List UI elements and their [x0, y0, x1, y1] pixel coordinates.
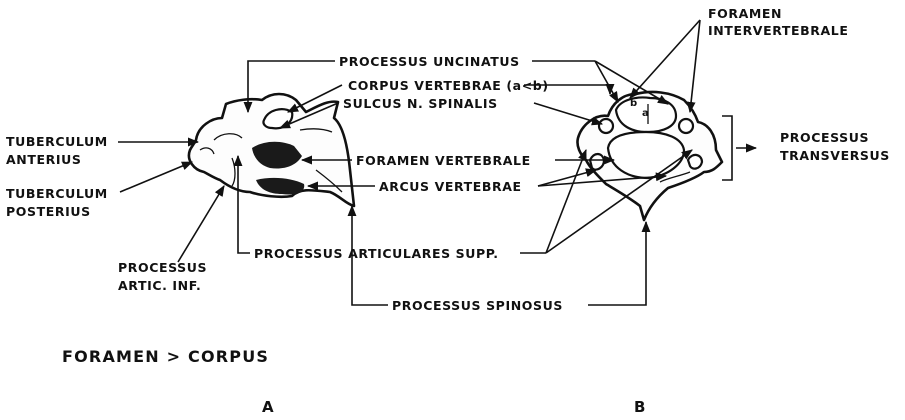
label-tuberculum-posterius-line2: POSTERIUS [6, 204, 91, 219]
vertebra-a-lateral-view [189, 94, 354, 206]
label-sulcus-n-spinalis: SULCUS N. SPINALIS [343, 96, 498, 111]
label-processus-articulares-supp: PROCESSUS ARTICULARES SUPP. [254, 246, 499, 261]
inset-label-a: a [642, 108, 649, 119]
label-processus-transversus-line1: PROCESSUS [780, 130, 869, 145]
label-processus-transversus-line2: TRANSVERSUS [780, 148, 890, 163]
label-tuberculum-anterius-line2: ANTERIUS [6, 152, 81, 167]
label-tuberculum-anterius-line1: TUBERCULUM [6, 134, 108, 149]
label-processus-artic-inf-line1: PROCESSUS [118, 260, 207, 275]
label-foramen-intervertebrale-line1: FORAMEN [708, 6, 782, 21]
label-foramen-intervertebrale-line2: INTERVERTEBRALE [708, 23, 848, 38]
label-foramen-vertebrale: FORAMEN VERTEBRALE [356, 153, 531, 168]
inset-label-b: b [630, 98, 638, 109]
panel-label-b: B [634, 398, 646, 416]
label-processus-artic-inf-line2: ARTIC. INF. [118, 278, 201, 293]
caption-foramen-corpus: FORAMEN > CORPUS [62, 347, 269, 366]
label-corpus-vertebrae: CORPUS VERTEBRAE (a<b) [348, 78, 549, 93]
label-tuberculum-posterius-line1: TUBERCULUM [6, 186, 108, 201]
label-arcus-vertebrae: ARCUS VERTEBRAE [379, 179, 522, 194]
label-processus-uncinatus: PROCESSUS UNCINATUS [339, 54, 520, 69]
vertebra-b-superior-view [577, 92, 722, 220]
panel-label-a: A [262, 398, 274, 416]
label-processus-spinosus: PROCESSUS SPINOSUS [392, 298, 563, 313]
